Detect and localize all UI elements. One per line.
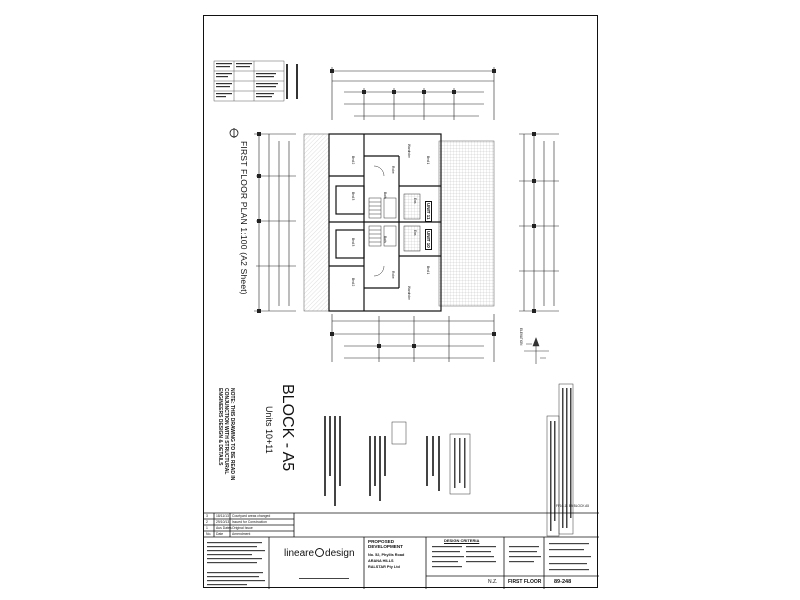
project-suburb: ARANA HILLS: [368, 559, 394, 563]
room-label: Bed 3: [351, 238, 355, 247]
revision-row: 2 29/10/13 Issued for Construction: [206, 520, 267, 524]
room-label: Bed 2: [351, 278, 355, 287]
drawing-sheet: FIRST FLOOR PLAN 1:100 (A2 Sheet) BLOCK …: [203, 15, 599, 589]
revision-no: 3: [206, 514, 208, 518]
room-label: Bed 3: [351, 192, 355, 201]
revision-no: 2: [206, 520, 208, 524]
note-block: NOTE: THIS DRAWING TO BE READ IN CONJUNC…: [217, 388, 235, 498]
revision-header-amendment: Amendment: [232, 532, 251, 536]
units-subtitle: Units 10+11: [264, 406, 274, 454]
revision-header: No. Date Amendment: [206, 532, 250, 536]
sheet-ref: FF10-11 BA BLOCK A5: [556, 504, 590, 508]
revision-header-date: Date: [216, 532, 224, 536]
room-label: Robe: [391, 271, 395, 279]
company-logo: lineare design: [284, 548, 355, 559]
revision-amendment: Original Issue: [232, 526, 253, 530]
room-label: Wardrobe: [407, 144, 411, 158]
revision-no: 1: [206, 526, 208, 530]
drawing-number: 89-248: [554, 579, 572, 585]
revision-date: 29/10/13: [216, 520, 230, 524]
room-label: Bed 1: [426, 156, 430, 165]
revision-date: 18/11/13: [216, 514, 229, 518]
revision-header-no: No.: [206, 532, 212, 536]
revision-amendment: Courtyard areas changed: [232, 514, 271, 518]
room-label: Bath: [383, 192, 387, 199]
note-label: NOTE:: [229, 388, 235, 404]
unit-label: UNIT 10: [425, 229, 432, 250]
room-label: Bed 1: [426, 266, 430, 275]
room-label: Robe: [391, 166, 395, 174]
plan-title: FIRST FLOOR PLAN 1:100 (A2 Sheet): [239, 141, 249, 295]
floor-plan-drawing: [204, 60, 599, 589]
revision-date: Aus Dates: [216, 526, 232, 530]
block-title: BLOCK - A5: [279, 384, 296, 472]
room-label: Bath: [383, 236, 387, 243]
room-label: Wardrobe: [407, 286, 411, 300]
room-label: Bed 2: [351, 156, 355, 165]
logo-mark-icon: [315, 548, 325, 557]
north-label: ELEVATION: [519, 328, 523, 346]
unit-label: UNIT 11: [425, 201, 432, 222]
sheet-name: FIRST FLOOR: [508, 579, 542, 585]
client-name: RALSTAR Pty Ltd: [368, 565, 400, 569]
logo-text-left: lineare: [284, 548, 315, 559]
project-label: PROPOSED DEVELOPMENT: [368, 539, 403, 549]
revision-row: 3 18/11/13 Courtyard areas changed: [206, 514, 270, 518]
revision-row: 1 Aus Dates Original Issue: [206, 526, 253, 530]
region-note: N.Z.: [488, 579, 498, 585]
design-criteria-heading: DESIGN CRITERIA: [444, 538, 480, 543]
logo-text-right: design: [325, 548, 355, 559]
project-address: No. 52, Phyllis Road: [368, 553, 405, 557]
room-label: Ens: [413, 198, 417, 204]
revision-amendment: Issued for Construction: [232, 520, 267, 524]
room-label: Ens: [413, 230, 417, 236]
